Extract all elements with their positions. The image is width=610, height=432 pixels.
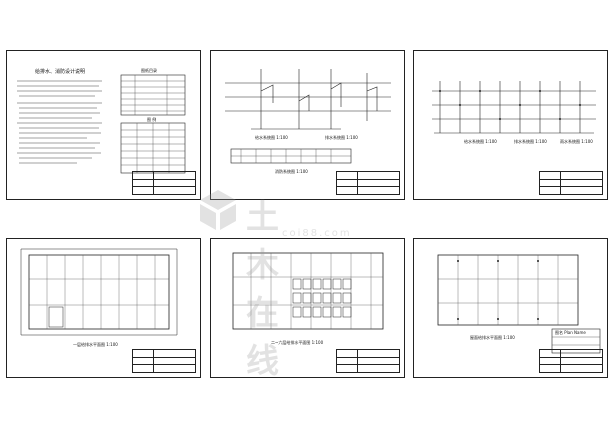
typical-plan-lines	[232, 252, 384, 330]
stamp-title: 图名 Plan Name	[555, 330, 586, 335]
caption-1: 给水系统图 1:100	[464, 139, 497, 144]
sheet-design-notes[interactable]: 给排水、消防设计说明	[6, 50, 201, 200]
title-block	[132, 349, 196, 373]
system-diagram-lines	[225, 69, 391, 164]
title-block	[336, 171, 400, 195]
floor-plan-lines	[20, 248, 178, 336]
sheet-floor-plan-1[interactable]: 一层给排水平面图 1:100	[6, 238, 201, 378]
watermark-logo-icon	[200, 190, 236, 230]
sheet-roof-plan[interactable]: 屋面给排水平面图 1:100 图名 Plan Name	[413, 238, 608, 378]
caption-3: 雨水系统图 1:100	[560, 139, 593, 144]
watermark-text: 土木在线	[246, 197, 280, 380]
caption-2: 排水系统图 1:100	[514, 139, 547, 144]
watermark-subtext: coi88.com	[282, 228, 352, 239]
plan-caption: 二~六层给排水平面图 1:100	[271, 340, 324, 345]
caption-bottom: 消防系统图 1:100	[275, 169, 308, 174]
title-block	[132, 171, 196, 195]
title-block	[336, 349, 400, 373]
plan-caption: 屋面给排水平面图 1:100	[470, 335, 515, 340]
plan-caption: 一层给排水平面图 1:100	[73, 342, 118, 347]
system-diagram-lines-b	[432, 81, 596, 134]
table-title-directory: 图纸目录	[141, 68, 157, 73]
sheet-heading: 给排水、消防设计说明	[35, 69, 86, 75]
sheet-floor-plan-typical[interactable]: 二~六层给排水平面图 1:100	[210, 238, 405, 378]
title-block	[539, 349, 603, 373]
caption-right: 排水系统图 1:100	[325, 135, 358, 140]
caption-left: 给水系统图 1:100	[255, 135, 288, 140]
sheet-system-diagrams-a[interactable]: 给水系统图 1:100 排水系统图 1:100 消防系统图 1:100	[210, 50, 405, 200]
roof-plan-lines	[437, 254, 601, 354]
title-block	[539, 171, 603, 195]
notes-lines	[17, 74, 186, 174]
table-title-legend: 图 例	[147, 117, 157, 122]
sheet-system-diagrams-b[interactable]: 给水系统图 1:100 排水系统图 1:100 雨水系统图 1:100	[413, 50, 608, 200]
